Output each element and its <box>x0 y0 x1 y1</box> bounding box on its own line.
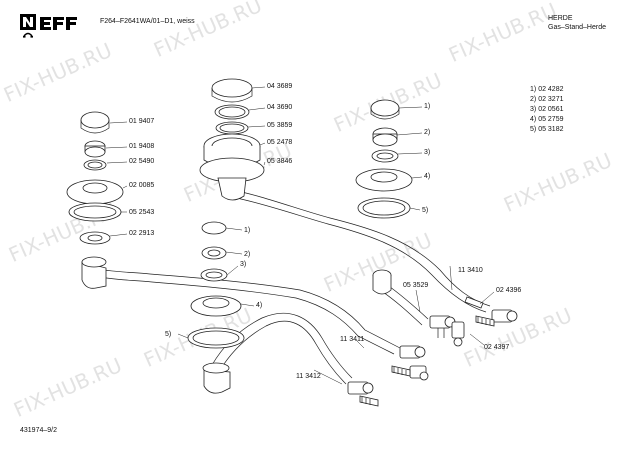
part-label: 05 3529 <box>403 282 429 289</box>
leader-lines <box>105 86 495 385</box>
ref-label: 3) <box>424 149 431 156</box>
part-label: 05 2478 <box>267 139 293 146</box>
legend-item: 2) 02 3271 <box>530 96 564 103</box>
legend-item: 1) 02 4282 <box>530 86 564 93</box>
right-burner-parts <box>355 99 413 219</box>
legend-item: 5) 05 3182 <box>530 126 564 133</box>
category-label: HERDE <box>548 15 573 22</box>
ref-label: 3) <box>240 261 247 268</box>
neff-logo <box>20 14 80 45</box>
part-label: 02 5490 <box>129 158 155 165</box>
gas-pipes <box>94 189 491 385</box>
subcategory-label: Gas–Stand–Herde <box>548 24 606 31</box>
drawing-number: 431974–9/2 <box>20 427 57 434</box>
part-label: 11 3411 <box>340 336 365 343</box>
model-title: F264–F2641WA/01–D1, weiss <box>100 18 195 25</box>
small-burner-cup <box>372 269 392 295</box>
part-label: 02 4396 <box>496 287 522 294</box>
legend-item: 4) 05 2759 <box>530 116 564 123</box>
part-label: 05 2543 <box>129 209 155 216</box>
top-center-burner-parts <box>199 78 265 201</box>
legend-item: 3) 02 0561 <box>530 106 564 113</box>
ref-label: 2) <box>244 251 251 258</box>
part-label: 04 3690 <box>267 104 293 111</box>
part-label: 04 3689 <box>267 83 293 90</box>
ref-label: 4) <box>424 173 431 180</box>
part-label: 11 3412 <box>296 373 321 380</box>
ref-label: 2) <box>424 129 431 136</box>
center-left-burner-parts <box>187 221 245 394</box>
part-label: 01 9407 <box>129 118 155 125</box>
valve-fittings <box>347 296 518 407</box>
ref-label: 1) <box>424 103 431 110</box>
part-label: 02 0085 <box>129 182 155 189</box>
ref-label: 1) <box>244 227 251 234</box>
ref-label: 5) <box>165 331 172 338</box>
part-label: 02 2913 <box>129 230 155 237</box>
part-label: 11 3410 <box>458 267 483 274</box>
part-label: 01 9408 <box>129 143 155 150</box>
ref-label: 5) <box>422 207 429 214</box>
part-label: 05 3859 <box>267 122 293 129</box>
part-label: 02 4397 <box>484 344 510 351</box>
part-label: 05 3846 <box>267 158 293 165</box>
ref-label: 4) <box>256 302 263 309</box>
left-burner-parts <box>66 111 124 289</box>
